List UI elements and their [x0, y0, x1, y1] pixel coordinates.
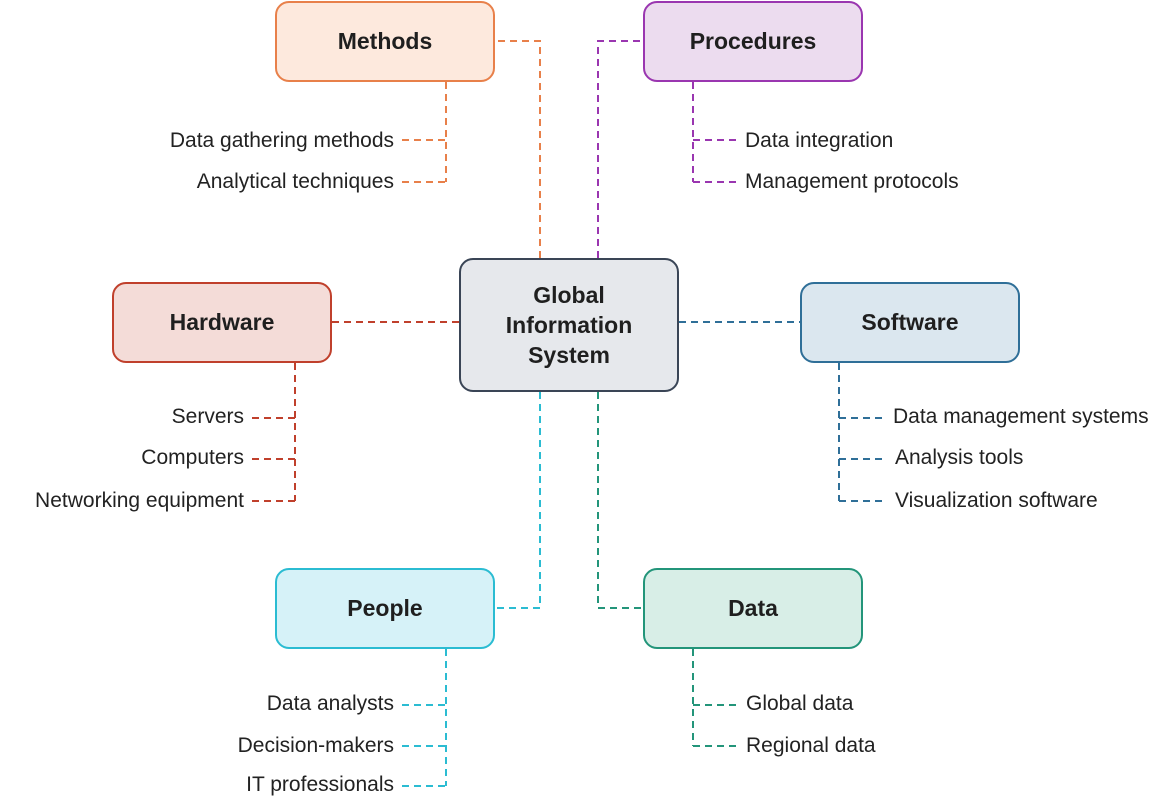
leaf-hardware-computers: Computers	[141, 446, 244, 469]
node-hardware: Hardware	[112, 282, 332, 363]
leaf-people-decision-makers: Decision-makers	[237, 734, 394, 757]
leaf-hardware-servers: Servers	[171, 405, 244, 428]
node-methods: Methods	[275, 1, 495, 82]
leaf-software-analysis-tools: Analysis tools	[895, 446, 1024, 469]
leaf-people-it-professionals: IT professionals	[246, 773, 394, 796]
node-people: People	[275, 568, 495, 649]
node-procedures: Procedures	[643, 1, 863, 82]
leaf-people-data-analysts: Data analysts	[266, 692, 394, 715]
leaf-data-global-data: Global data	[746, 692, 854, 715]
connector-procedures	[597, 40, 643, 258]
leaf-methods-analytical-techniques: Analytical techniques	[196, 170, 394, 193]
center-node-global-information-system: Global Information System	[459, 258, 679, 392]
connector-people	[495, 392, 541, 609]
leaf-software-visualization-software: Visualization software	[895, 489, 1098, 512]
node-data: Data	[643, 568, 863, 649]
leaf-software-data-management-systems: Data management systems	[893, 405, 1149, 428]
center-node-label: Global Information System	[505, 282, 633, 368]
leaf-procedures-data-integration: Data integration	[745, 129, 894, 152]
leaf-procedures-management-protocols: Management protocols	[745, 170, 959, 193]
leaf-methods-data-gathering: Data gathering methods	[169, 129, 394, 152]
leaf-data-regional-data: Regional data	[746, 734, 876, 757]
leaf-hardware-networking-equipment: Networking equipment	[35, 489, 244, 512]
node-software: Software	[800, 282, 1020, 363]
connector-data	[597, 392, 643, 609]
connector-methods	[495, 40, 541, 258]
